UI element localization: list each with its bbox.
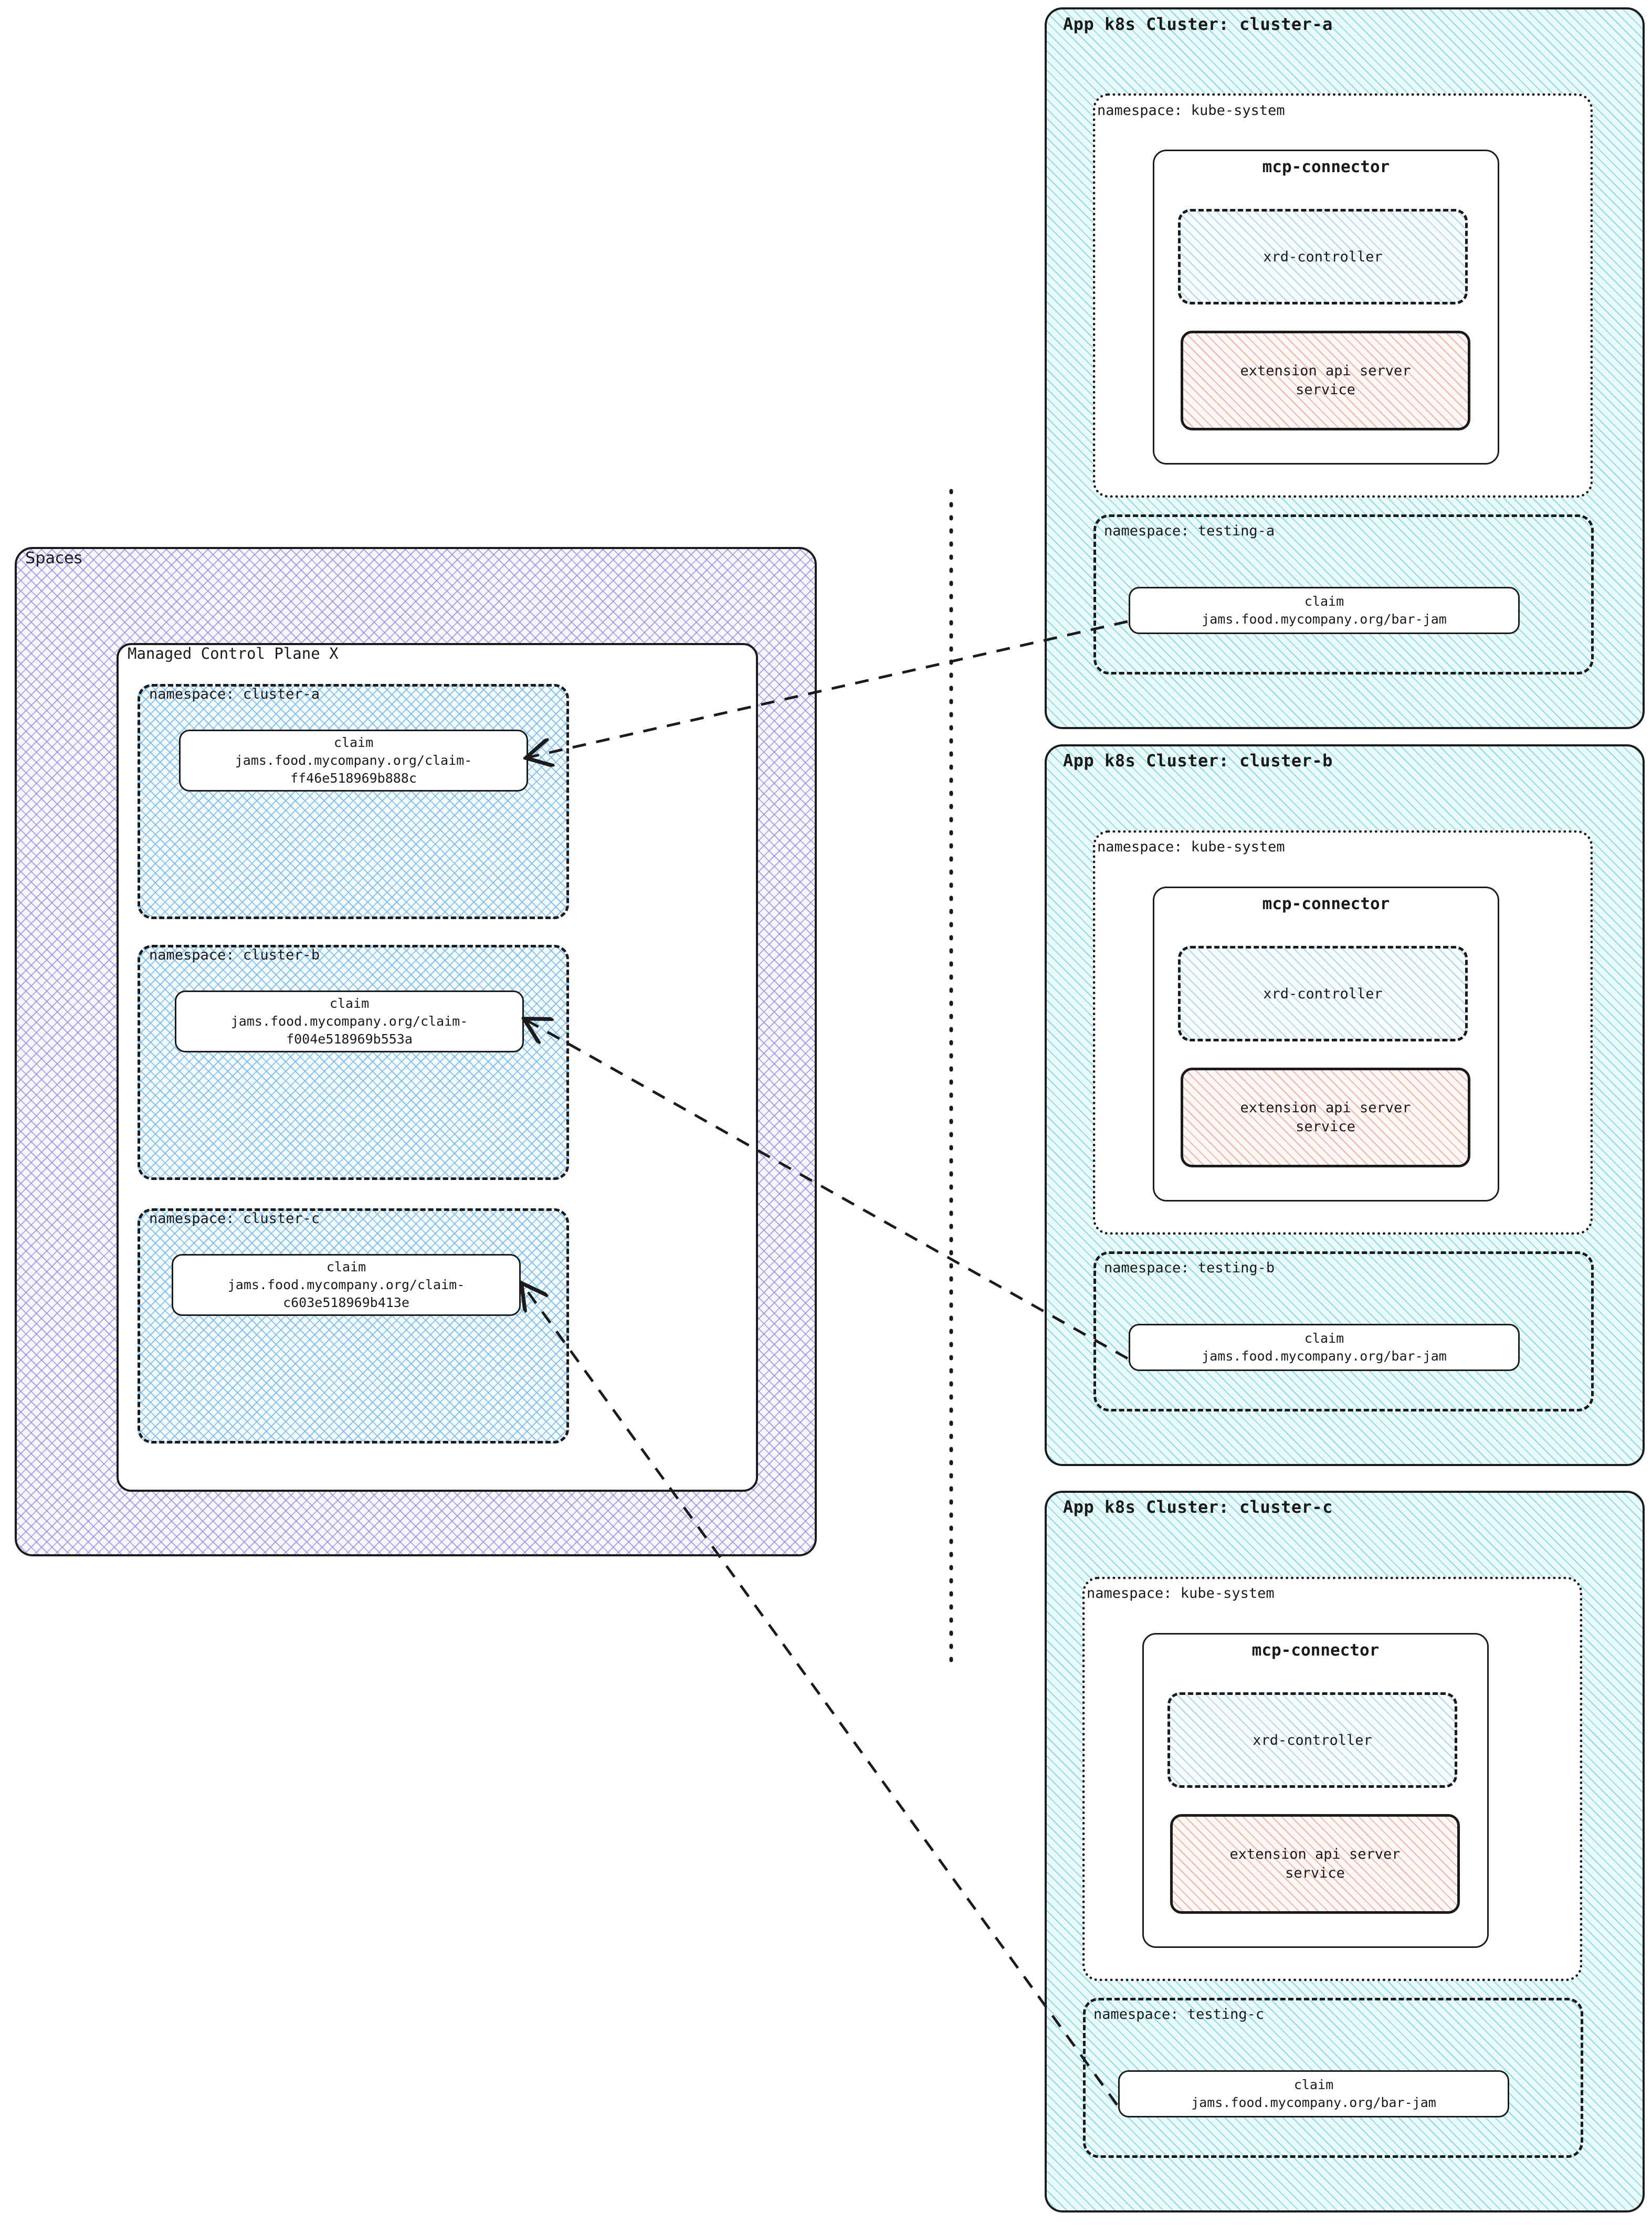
namespace-cluster-b [138,945,569,1180]
cluster-b-label: App k8s Cluster: cluster-b [1063,751,1333,771]
claim-kind: claim [329,996,370,1011]
cluster-b-testing-claim[interactable]: claim jams.food.mycompany.org/bar-jam [1129,1324,1520,1371]
namespace-cluster-c [138,1208,569,1443]
claim-ref: jams.food.mycompany.org/claim-ff46e51896… [235,753,472,786]
cluster-a-namespace-testing-label: namespace: testing-a [1104,523,1275,539]
cluster-c-mcp-connector-label: mcp-connector [1251,1641,1380,1660]
claim-ref: jams.food.mycompany.org/bar-jam [1202,1348,1447,1364]
spaces-label: Spaces [25,549,82,567]
cluster-b-namespace-testing-label: namespace: testing-b [1104,1260,1275,1276]
claim-card-cluster-a[interactable]: claim jams.food.mycompany.org/claim-ff46… [179,730,528,792]
claim-kind: claim [1293,2077,1334,2093]
cluster-a-label: App k8s Cluster: cluster-a [1063,14,1333,34]
claim-card-cluster-b[interactable]: claim jams.food.mycompany.org/claim-f004… [175,990,524,1052]
managed-control-plane-label: Managed Control Plane X [128,645,339,662]
cluster-c-namespace-kube-system-label: namespace: kube-system [1087,1585,1275,1601]
claim-ref: jams.food.mycompany.org/claim-c603e51896… [227,1277,465,1310]
cluster-c-testing-claim[interactable]: claim jams.food.mycompany.org/bar-jam [1118,2070,1509,2117]
claim-kind: claim [1304,594,1344,609]
namespace-cluster-a-label: namespace: cluster-a [149,686,320,702]
claim-kind: claim [1304,1331,1344,1346]
claim-card-cluster-c[interactable]: claim jams.food.mycompany.org/claim-c603… [172,1254,521,1316]
claim-ref: jams.food.mycompany.org/bar-jam [1202,612,1447,627]
cluster-a-namespace-testing [1093,514,1594,675]
cluster-c-xrd-controller: xrd-controller [1167,1692,1457,1788]
namespace-cluster-b-label: namespace: cluster-b [149,947,320,963]
claim-kind: claim [333,735,374,751]
cluster-b-mcp-connector-label: mcp-connector [1262,894,1390,913]
cluster-b-xrd-controller: xrd-controller [1178,946,1468,1041]
namespace-cluster-c-label: namespace: cluster-c [149,1210,320,1227]
cluster-b-namespace-kube-system-label: namespace: kube-system [1097,839,1285,855]
cluster-a-mcp-connector-label: mcp-connector [1262,157,1390,176]
namespace-cluster-a [138,684,569,919]
claim-kind: claim [326,1259,366,1275]
cluster-c-namespace-testing-label: namespace: testing-c [1093,2006,1265,2022]
cluster-a-testing-claim[interactable]: claim jams.food.mycompany.org/bar-jam [1129,587,1520,634]
cluster-a-xrd-controller: xrd-controller [1178,209,1468,304]
claim-ref: jams.food.mycompany.org/bar-jam [1191,2095,1436,2110]
cluster-a-namespace-kube-system-label: namespace: kube-system [1097,102,1285,119]
claim-ref: jams.food.mycompany.org/claim-f004e51896… [230,1014,468,1047]
cluster-c-label: App k8s Cluster: cluster-c [1063,1497,1333,1517]
